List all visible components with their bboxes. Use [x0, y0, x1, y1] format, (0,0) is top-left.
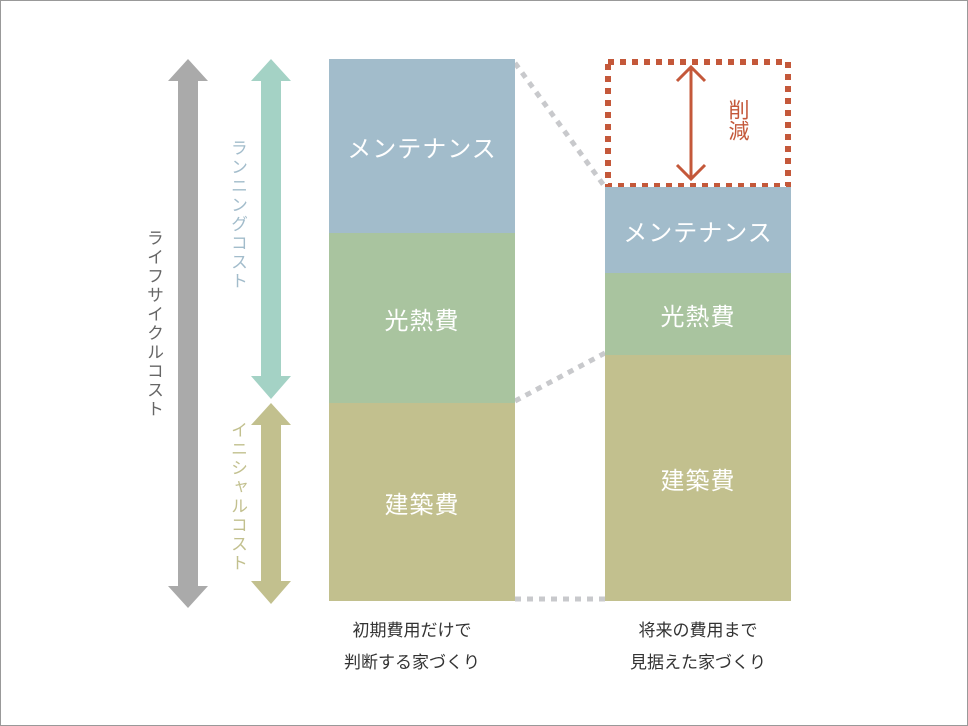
initial-cost-double-arrow — [251, 403, 291, 604]
reduction-box — [605, 59, 791, 189]
connector-top — [512, 61, 608, 189]
left-utilities-segment: 光熱費 — [329, 233, 515, 403]
right-maintenance-segment: メンテナンス — [605, 187, 791, 273]
left-maintenance-segment: メンテナンス — [329, 59, 515, 233]
reduction-arrow — [675, 64, 707, 182]
reduction-label: 削減 — [726, 99, 750, 141]
running-cost-double-arrow — [251, 59, 291, 399]
right-caption-line-1: 将来の費用まで — [638, 621, 758, 641]
running-cost-label: ランニングコスト — [227, 139, 247, 291]
left-caption-line-2: 判断する家づくり — [344, 653, 480, 673]
connector-middle — [513, 350, 607, 404]
initial-cost-label: イニシャルコスト — [227, 421, 247, 573]
lifecycle-double-arrow — [168, 59, 208, 608]
right-caption-line-2: 見据えた家づくり — [630, 653, 766, 673]
left-caption-line-1: 初期費用だけで — [352, 621, 472, 641]
right-utilities-segment: 光熱費 — [605, 273, 791, 355]
right-construction-segment: 建築費 — [605, 355, 791, 601]
right-caption: 将来の費用まで 見据えた家づくり — [578, 615, 818, 679]
left-caption: 初期費用だけで 判断する家づくり — [292, 615, 532, 679]
lifecycle-cost-label: ライフサイクルコスト — [143, 229, 163, 419]
left-construction-segment: 建築費 — [329, 403, 515, 601]
